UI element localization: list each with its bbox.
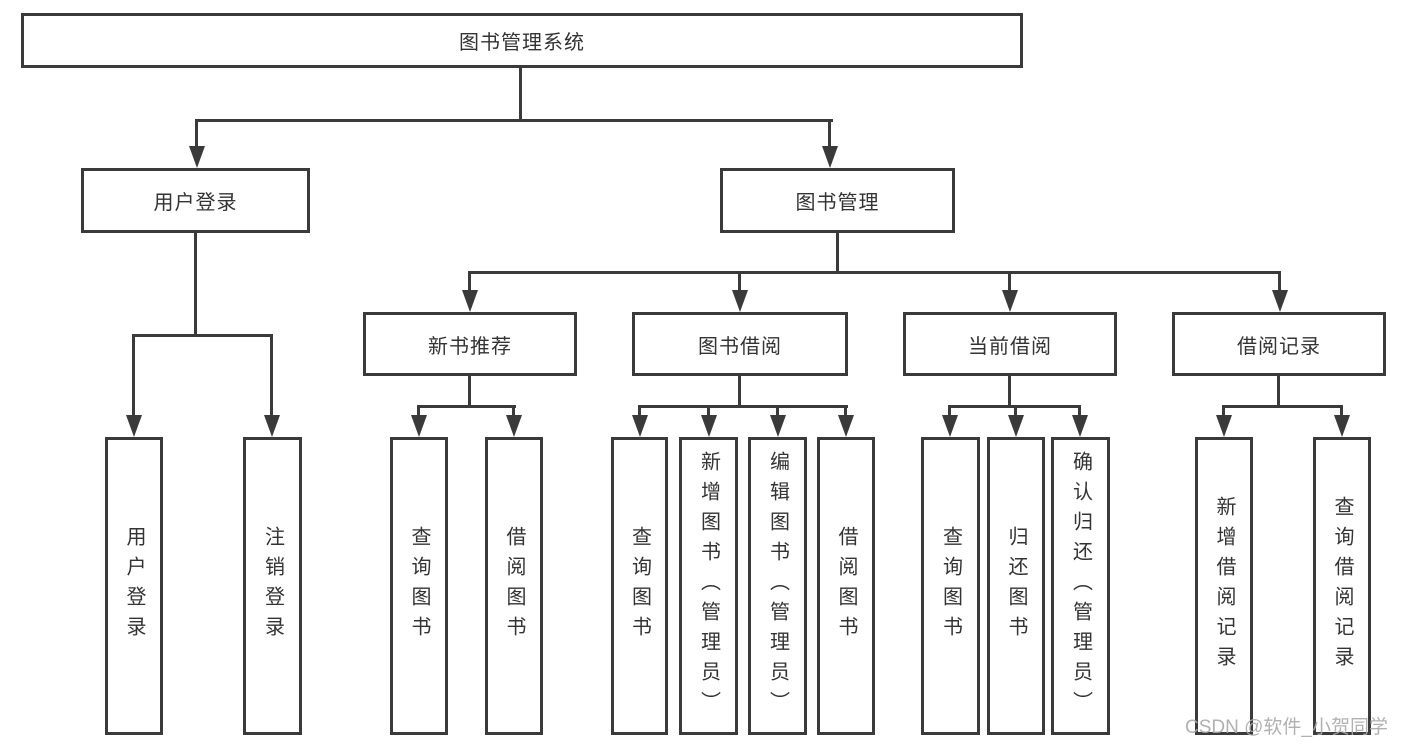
arrow-down-icon	[506, 415, 522, 437]
node-book-borrow: 图书借阅	[632, 312, 848, 376]
node-label: 当前借阅	[968, 335, 1052, 358]
arrow-down-icon	[264, 415, 280, 437]
connector-arrow-stem	[132, 334, 135, 417]
node-label: 图书借阅	[698, 335, 782, 358]
node-label: 借阅记录	[1237, 335, 1321, 358]
connector-arrow-stem	[738, 271, 741, 292]
node-new-book-recommend: 新书推荐	[363, 312, 577, 376]
arrow-down-icon	[1272, 290, 1288, 312]
leaf-borrow-books: 借阅图书	[817, 437, 875, 735]
connector-arrow-stem	[638, 405, 641, 417]
node-label: 图书管理	[795, 192, 880, 214]
leaf-add-books-admin: 新增图书（管理员）	[679, 437, 738, 735]
node-book-management-group: 图书管理	[720, 168, 955, 233]
connector-stub	[1277, 376, 1280, 408]
connector-arrow-stem	[1340, 405, 1343, 417]
csdn-watermark: CSDN @软件_小贺同学	[1185, 717, 1388, 738]
arrow-down-icon	[1334, 415, 1350, 437]
arrow-down-icon	[942, 415, 958, 437]
leaf-edit-books-admin: 编辑图书（管理员）	[748, 437, 807, 735]
connector-arrow-stem	[1278, 271, 1281, 292]
connector-arrow-stem	[828, 119, 831, 148]
arrow-down-icon	[732, 290, 748, 312]
arrow-down-icon	[838, 415, 854, 437]
connector-arrow-stem	[707, 405, 710, 417]
connector-login-stub	[194, 233, 197, 337]
connector-arrow-stem	[270, 334, 273, 417]
node-user-login-group: 用户登录	[81, 168, 310, 233]
arrow-down-icon	[1002, 290, 1018, 312]
connector-mgmt-rail	[468, 271, 1281, 274]
connector-rail	[1222, 405, 1343, 408]
connector-root-rail	[195, 119, 833, 122]
node-label: 归还图书	[1005, 526, 1027, 646]
arrow-down-icon	[1216, 415, 1232, 437]
leaf-add-borrow-record: 新增借阅记录	[1195, 437, 1253, 735]
node-label: 查询借阅记录	[1331, 496, 1353, 676]
leaf-borrow-books-recommend: 借阅图书	[485, 437, 543, 735]
node-label: 图书管理系统	[459, 32, 585, 54]
connector-arrow-stem	[195, 119, 198, 148]
node-label: 查询图书	[628, 526, 651, 646]
node-label: 查询图书	[408, 526, 430, 646]
connector-arrow-stem	[1078, 405, 1081, 417]
node-label: 新书推荐	[428, 335, 512, 358]
connector-arrow-stem	[1008, 271, 1011, 292]
node-label: 查询图书	[939, 526, 962, 646]
arrow-down-icon	[1008, 415, 1024, 437]
connector-arrow-stem	[776, 405, 779, 417]
connector-stub	[738, 376, 741, 408]
node-borrow-records: 借阅记录	[1172, 312, 1386, 376]
arrow-down-icon	[189, 146, 205, 168]
node-label: 新增图书（管理员）	[697, 451, 720, 721]
arrow-down-icon	[822, 146, 838, 168]
leaf-logout: 注销登录	[243, 437, 302, 735]
node-label: 新增借阅记录	[1213, 496, 1235, 676]
connector-arrow-stem	[468, 271, 471, 292]
connector-stub	[468, 376, 471, 408]
connector-rail	[638, 405, 848, 408]
connector-root-stub	[519, 68, 522, 121]
node-label: 借阅图书	[835, 526, 857, 646]
leaf-query-books-current: 查询图书	[921, 437, 980, 735]
node-label: 用户登录	[153, 192, 238, 214]
arrow-down-icon	[770, 415, 786, 437]
node-label: 编辑图书（管理员）	[766, 451, 789, 721]
connector-login-rail	[132, 334, 273, 337]
leaf-user-login: 用户登录	[105, 437, 163, 735]
connector-arrow-stem	[1014, 405, 1017, 417]
arrow-down-icon	[1072, 415, 1088, 437]
connector-rail	[417, 405, 516, 408]
connector-arrow-stem	[948, 405, 951, 417]
leaf-query-borrow-record: 查询借阅记录	[1313, 437, 1371, 735]
arrow-down-icon	[126, 415, 142, 437]
leaf-confirm-return-admin: 确认归还（管理员）	[1051, 437, 1110, 735]
connector-arrow-stem	[1222, 405, 1225, 417]
leaf-query-books-borrow: 查询图书	[611, 437, 668, 735]
connector-mgmt-stub	[836, 233, 839, 274]
leaf-query-books-recommend: 查询图书	[390, 437, 448, 735]
connector-arrow-stem	[417, 405, 420, 417]
node-label: 确认归还（管理员）	[1069, 451, 1092, 721]
node-label: 用户登录	[123, 526, 145, 646]
connector-arrow-stem	[512, 405, 515, 417]
leaf-return-books: 归还图书	[987, 437, 1045, 735]
arrow-down-icon	[411, 415, 427, 437]
node-root-library-system: 图书管理系统	[21, 13, 1023, 68]
arrow-down-icon	[462, 290, 478, 312]
arrow-down-icon	[701, 415, 717, 437]
connector-stub	[1008, 376, 1011, 408]
arrow-down-icon	[632, 415, 648, 437]
connector-arrow-stem	[844, 405, 847, 417]
node-label: 借阅图书	[503, 526, 525, 646]
node-label: 注销登录	[261, 526, 284, 646]
node-current-borrow: 当前借阅	[903, 312, 1117, 376]
